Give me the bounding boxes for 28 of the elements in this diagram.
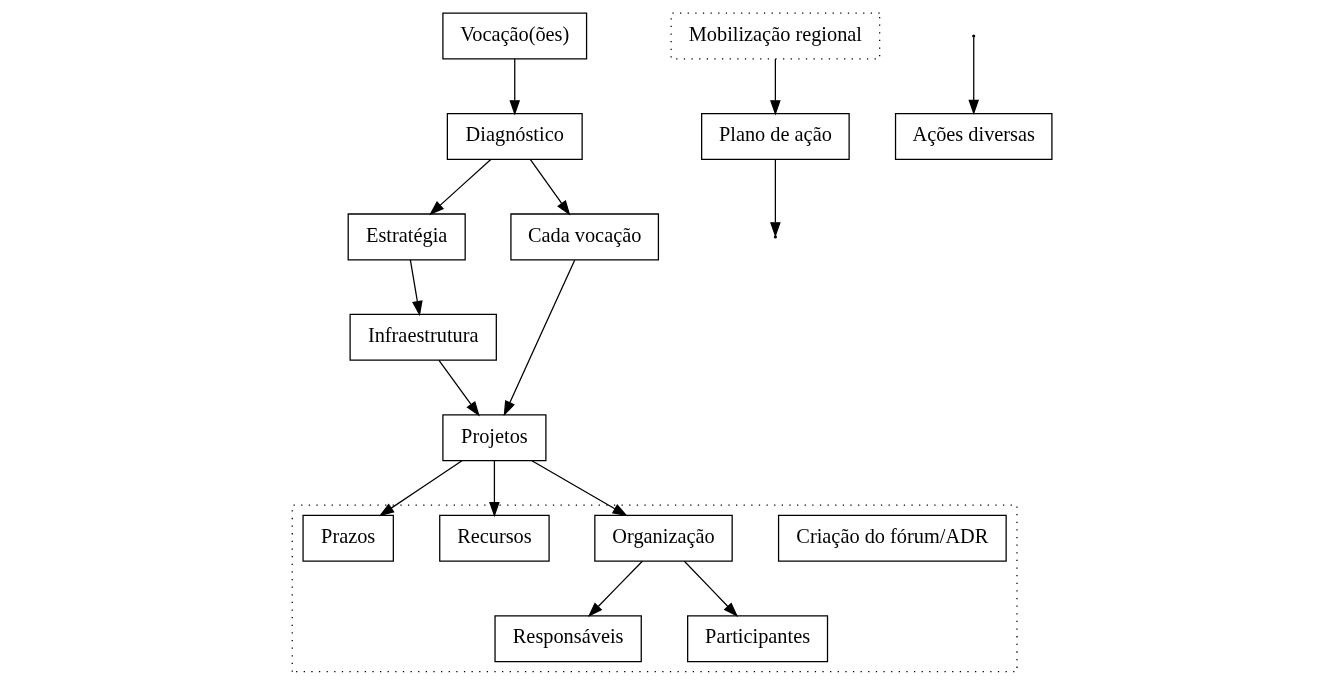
node-box: Vocação(ões) xyxy=(441,12,587,60)
arrow xyxy=(587,560,643,618)
arrow xyxy=(409,259,423,317)
node-box: Recursos xyxy=(438,514,550,562)
arrow xyxy=(530,460,628,517)
node-box: Infraestrutura xyxy=(348,313,497,361)
node-box: Estratégia xyxy=(347,213,466,261)
node-box: Prazos xyxy=(301,514,394,562)
node-box: Plano de ação xyxy=(700,112,850,160)
node-box: Ações diversas xyxy=(894,112,1053,160)
arrow xyxy=(503,259,575,417)
arrow xyxy=(437,359,480,417)
node-box: Mobilização regional xyxy=(670,12,880,60)
arrow xyxy=(529,158,570,216)
arrow xyxy=(428,158,491,216)
arrow xyxy=(508,58,520,116)
node-box: Organização xyxy=(593,514,733,562)
node-box: Criação do fórum/ADR xyxy=(777,514,1007,562)
arrow xyxy=(769,58,781,116)
arrow xyxy=(967,36,979,115)
node-box: Diagnóstico xyxy=(446,112,583,160)
node-box: Participantes xyxy=(686,615,828,663)
node-box: Cada vocação xyxy=(509,213,659,261)
arrow xyxy=(683,560,738,618)
arrow xyxy=(488,460,500,518)
arrow xyxy=(378,460,463,517)
node-box: Responsáveis xyxy=(493,615,642,663)
node-box: Projetos xyxy=(441,414,547,462)
